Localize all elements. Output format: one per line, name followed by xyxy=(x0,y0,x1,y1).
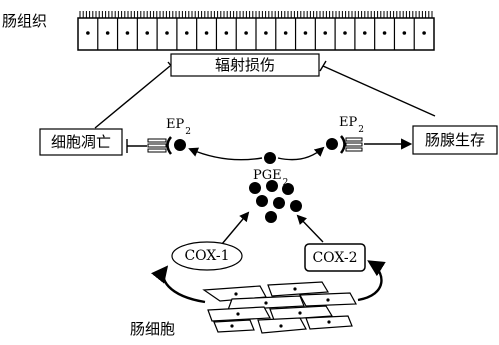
ep2-left-label: EP2 xyxy=(166,118,191,131)
cox2-label: COX-2 xyxy=(305,244,365,271)
cox1-label: COX-1 xyxy=(172,242,242,270)
epithelial-nucleus xyxy=(145,31,149,35)
epithelial-nucleus xyxy=(422,31,426,35)
epithelial-nucleus xyxy=(165,31,169,35)
epithelial-nucleus xyxy=(284,31,288,35)
ep2-inhibits-apoptosis xyxy=(127,139,147,153)
epithelial-nucleus xyxy=(244,31,248,35)
epithelial-nucleus xyxy=(225,31,229,35)
pge2-main: PGE xyxy=(253,168,282,183)
ep2-right-label: EP2 xyxy=(339,116,364,129)
epithelial-nucleus xyxy=(86,31,90,35)
apoptosis-label: 细胞凋亡 xyxy=(40,129,122,155)
cells-to-cox1-arrow xyxy=(163,268,205,302)
cox2-to-pge2-arrow xyxy=(298,216,323,242)
ep2-receptor-right xyxy=(326,136,362,153)
pge2-molecule-cluster xyxy=(249,180,302,223)
epithelial-nucleus xyxy=(205,31,209,35)
ep2-right-main: EP xyxy=(339,115,357,130)
epithelial-nucleus xyxy=(106,31,110,35)
epithelial-nucleus xyxy=(304,31,308,35)
intestinal-cells-label: 肠细胞 xyxy=(130,322,175,337)
cox1-to-pge2-arrow xyxy=(222,213,248,244)
pge2-sub: 2 xyxy=(283,178,289,188)
pge2-to-right-receptor-arrow xyxy=(278,148,323,160)
crypt-survival-label: 肠腺生存 xyxy=(413,126,497,154)
epithelial-nucleus xyxy=(383,31,387,35)
ep2-right-sub: 2 xyxy=(358,125,364,135)
epithelial-nucleus xyxy=(126,31,130,35)
epithelial-nucleus xyxy=(363,31,367,35)
epithelium-layer xyxy=(78,11,434,50)
pge2-signal-dot xyxy=(264,152,276,164)
epithelial-nucleus xyxy=(403,31,407,35)
microvilli-brush-border xyxy=(80,11,432,18)
epithelial-nucleus xyxy=(323,31,327,35)
epithelial-nucleus xyxy=(264,31,268,35)
ep2-left-sub: 2 xyxy=(185,127,191,137)
epithelial-nucleus xyxy=(343,31,347,35)
pge2-label: PGE2 xyxy=(253,169,288,182)
epithelial-nucleus xyxy=(185,31,189,35)
ep2-receptor-left xyxy=(148,137,186,154)
intestinal-tissue-label: 肠组织 xyxy=(2,14,47,29)
pge2-to-left-receptor-arrow xyxy=(190,149,262,160)
radiation-injury-label: 辐射损伤 xyxy=(171,54,319,76)
ep2-left-main: EP xyxy=(166,117,184,132)
